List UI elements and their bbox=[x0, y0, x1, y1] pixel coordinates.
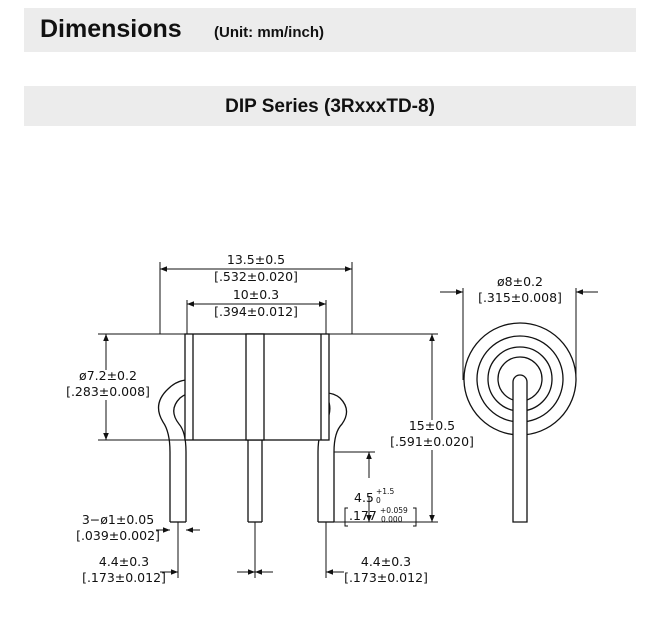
height-mm: 15±0.5 bbox=[409, 418, 455, 433]
lead-diameter-mm: 3−ø1±0.05 bbox=[82, 512, 154, 527]
series-title: DIP Series (3RxxxTD-8) bbox=[225, 96, 435, 117]
body-diameter-mm: ø7.2±0.2 bbox=[79, 368, 137, 383]
body-diameter-inch: [.283±0.008] bbox=[66, 384, 150, 399]
side-view: 13.5±0.5 [.532±0.020] 10±0.3 [.394±0.012… bbox=[66, 252, 474, 585]
page-title: Dimensions bbox=[40, 15, 182, 43]
middle-lead bbox=[247, 440, 263, 522]
height-inch: [.591±0.020] bbox=[390, 434, 474, 449]
lead-length-mm-minus: 0 bbox=[376, 496, 381, 505]
lead-length-inch-plus: +0.059 bbox=[380, 506, 408, 515]
series-bar: DIP Series (3RxxxTD-8) bbox=[24, 86, 636, 126]
pitch-right-inch: [.173±0.012] bbox=[344, 570, 428, 585]
end-diameter-inch: [.315±0.008] bbox=[478, 290, 562, 305]
overall-length-mm: 13.5±0.5 bbox=[227, 252, 285, 267]
center-electrode bbox=[245, 333, 265, 441]
right-lead-inner bbox=[325, 392, 348, 522]
lead-length-inch: .177 bbox=[349, 508, 377, 523]
pitch-left-inch: [.173±0.012] bbox=[82, 570, 166, 585]
end-view: ø8±0.2 [.315±0.008] bbox=[440, 274, 598, 523]
end-diameter-mm: ø8±0.2 bbox=[497, 274, 543, 289]
unit-label: (Unit: mm/inch) bbox=[214, 24, 324, 41]
header-bar: Dimensions (Unit: mm/inch) bbox=[24, 8, 636, 52]
left-lead-outer bbox=[157, 379, 187, 522]
pitch-left-mm: 4.4±0.3 bbox=[99, 554, 149, 569]
inner-length-mm: 10±0.3 bbox=[233, 287, 279, 302]
lead-length-mm-plus: +1.5 bbox=[376, 487, 394, 496]
pitch-right-mm: 4.4±0.3 bbox=[361, 554, 411, 569]
lead-diameter-inch: [.039±0.002] bbox=[76, 528, 160, 543]
lead-length-inch-minus: 0.000 bbox=[381, 515, 403, 524]
end-lead bbox=[512, 374, 528, 523]
lead-length-mm: 4.5 bbox=[354, 490, 374, 505]
inner-length-inch: [.394±0.012] bbox=[214, 304, 298, 319]
overall-length-inch: [.532±0.020] bbox=[214, 269, 298, 284]
